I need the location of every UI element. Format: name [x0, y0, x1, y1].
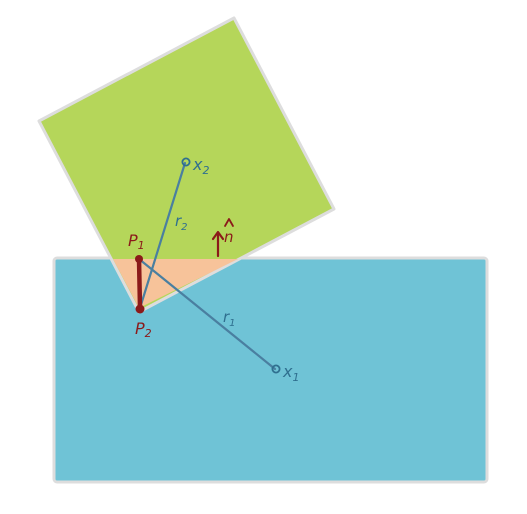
blue-body [52, 256, 489, 484]
p2-label: P2 [135, 319, 152, 340]
p2-label-sub: 2 [145, 327, 152, 340]
r1-label-sub: 1 [229, 318, 235, 329]
r1-label-main: r [223, 308, 230, 326]
normal-hat-icon [224, 218, 234, 227]
x2-center-marker [181, 157, 191, 167]
normal-label: n [224, 228, 234, 246]
point-p2-marker [135, 304, 145, 314]
x2-label-sub: 2 [202, 164, 209, 177]
x1-label-main: x [282, 362, 293, 381]
p1-label-sub: 1 [138, 239, 145, 252]
x2-label-main: x [192, 155, 203, 174]
r2-label-main: r [175, 212, 182, 230]
r1-vector [137, 257, 277, 371]
point-p1-marker [135, 255, 143, 263]
x1-label: x1 [282, 362, 299, 384]
p1-label-main: P [128, 231, 138, 250]
normal-arrow [211, 230, 225, 258]
r2-vector [138, 161, 187, 310]
penetration-segment [136, 256, 143, 311]
p1-label: P1 [128, 231, 145, 252]
x1-center-marker [271, 364, 281, 374]
r2-label: r2 [175, 212, 188, 233]
r1-label: r1 [223, 308, 236, 329]
r2-label-sub: 2 [181, 222, 187, 233]
p2-label-main: P [135, 319, 145, 338]
x2-label: x2 [192, 155, 209, 177]
x1-label-sub: 1 [292, 371, 299, 384]
